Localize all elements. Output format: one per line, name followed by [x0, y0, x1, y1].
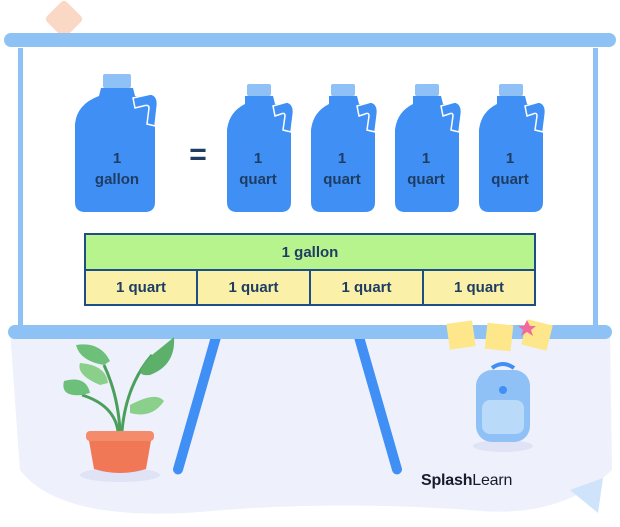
quart-bar-segment: 1 quart [84, 269, 198, 306]
easel-leg-right [353, 329, 402, 475]
gallon-jug-unit: gallon [94, 171, 140, 188]
quart-jug-unit: quart [407, 171, 445, 188]
quart-jug-label: 1 quart [470, 148, 550, 190]
logo-text-splash: Splash [421, 472, 473, 489]
quart-jug-unit: quart [323, 171, 361, 188]
sticky-notes-icon [446, 319, 553, 352]
diamond-decoration [45, 0, 83, 38]
quart-jug-number: 1 [337, 150, 347, 167]
floor-blob [10, 330, 612, 514]
quart-jug-label: 1 quart [218, 148, 298, 190]
backpack-icon [473, 362, 533, 452]
quart-bar-segment: 1 quart [422, 269, 536, 306]
gallon-jug-number: 1 [112, 150, 122, 167]
board-top-rail [4, 33, 616, 47]
plant-icon [63, 337, 175, 482]
quart-jug-label: 1 quart [302, 148, 382, 190]
gallon-jug-label: 1 gallon [77, 148, 157, 190]
splashlearn-logo: SplashLearn [421, 472, 512, 490]
gallon-bar: 1 gallon [84, 233, 536, 271]
quart-jug-unit: quart [239, 171, 277, 188]
logo-text-learn: Learn [472, 472, 513, 489]
quart-jug-icon [395, 84, 463, 212]
gallon-jug-icon [75, 74, 159, 212]
quart-jug-number: 1 [253, 150, 263, 167]
quart-jug-unit: quart [491, 171, 529, 188]
quart-jug-icon [227, 84, 295, 212]
easel-leg-left [173, 329, 222, 475]
quart-jug-icon [479, 84, 547, 212]
quart-jug-label: 1 quart [386, 148, 466, 190]
quart-jug-number: 1 [505, 150, 515, 167]
triangle-decoration [570, 478, 603, 513]
equals-sign: = [189, 138, 207, 171]
quart-jug-number: 1 [421, 150, 431, 167]
quart-bar-segment: 1 quart [196, 269, 311, 306]
quart-jug-icon [311, 84, 379, 212]
quart-bar-segment: 1 quart [309, 269, 424, 306]
